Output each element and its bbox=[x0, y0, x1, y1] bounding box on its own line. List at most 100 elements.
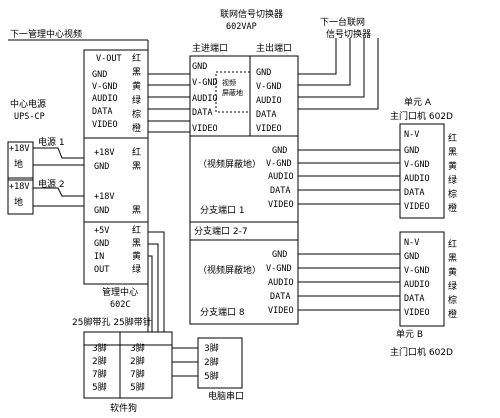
branch8-shield: （视频屏蔽地） bbox=[198, 266, 262, 276]
b1-video: VIDEO bbox=[268, 200, 294, 210]
branch1-shield: （视频屏蔽地） bbox=[198, 160, 262, 170]
uA-green: 绿 bbox=[448, 176, 458, 186]
dog-r-5: 5脚 bbox=[130, 383, 145, 393]
power-2-label: 电源 2 bbox=[38, 180, 65, 190]
uA-red: 红 bbox=[448, 134, 458, 144]
uB-gnd: GND bbox=[404, 252, 420, 262]
b8-gnd: GND bbox=[272, 250, 288, 260]
ps1-ground: 地 bbox=[14, 160, 24, 170]
switcher-model: 602VAP bbox=[226, 22, 257, 32]
m-data: DATA bbox=[92, 107, 113, 117]
uB-green: 绿 bbox=[448, 282, 458, 292]
m-color-orange: 橙 bbox=[132, 124, 142, 134]
power-1-label: 电源 1 bbox=[38, 138, 65, 148]
uA-vgnd: V-GND bbox=[404, 160, 430, 170]
dog-r-3: 3脚 bbox=[130, 344, 145, 354]
sw-out-data: DATA bbox=[256, 110, 277, 120]
m-color-yellow: 黄 bbox=[132, 82, 142, 92]
m-audio: AUDIO bbox=[92, 94, 118, 104]
mb-black: 黑 bbox=[132, 239, 142, 249]
m-color-green: 绿 bbox=[132, 96, 142, 106]
mb-green: 绿 bbox=[132, 265, 142, 275]
sw-in-data: DATA bbox=[192, 108, 213, 118]
m-out: OUT bbox=[94, 265, 110, 275]
switcher-title: 联网信号切换器 bbox=[220, 10, 284, 20]
pc-2: 2脚 bbox=[204, 358, 219, 368]
b1-data: DATA bbox=[270, 186, 291, 196]
sw-out-video: VIDEO bbox=[256, 124, 282, 134]
ps2-18v: +18V bbox=[9, 182, 30, 192]
m-gnd-b: GND bbox=[94, 239, 110, 249]
b1-audio: AUDIO bbox=[268, 172, 294, 182]
m-color-red: 红 bbox=[132, 54, 142, 64]
uA-gnd: GND bbox=[404, 146, 420, 156]
main-in-port-label: 主进端口 bbox=[192, 44, 229, 54]
uB-data: DATA bbox=[404, 294, 425, 304]
branch-port-2-7-label: 分支端口 2-7 bbox=[194, 227, 248, 237]
b8-data: DATA bbox=[270, 292, 291, 302]
ps2-ground: 地 bbox=[14, 198, 24, 208]
uA-data: DATA bbox=[404, 188, 425, 198]
sw-in-gnd: GND bbox=[192, 62, 208, 72]
uA-video: VIDEO bbox=[404, 202, 430, 212]
branch-port-8-label: 分支端口 8 bbox=[200, 308, 245, 318]
unitA-model: 主门口机 602D bbox=[390, 112, 453, 122]
m-gnd-2: GND bbox=[94, 206, 110, 216]
dog-l-5: 5脚 bbox=[92, 383, 107, 393]
sw-out-gnd: GND bbox=[256, 68, 272, 78]
dog-l-3: 3脚 bbox=[92, 344, 107, 354]
mb-red: 红 bbox=[132, 226, 142, 236]
mb-yellow: 黄 bbox=[132, 252, 142, 262]
uA-nv: N-V bbox=[404, 130, 420, 140]
uB-yellow: 黄 bbox=[448, 268, 458, 278]
unitB-title: 单元 B bbox=[396, 330, 424, 340]
b1-vgnd: V-GND bbox=[266, 159, 292, 169]
unitB-model: 主门口机 602D bbox=[390, 348, 453, 358]
m-gnd-1: GND bbox=[94, 162, 110, 172]
m-in: IN bbox=[94, 252, 105, 262]
uA-orange: 橙 bbox=[448, 204, 458, 214]
m-color-brown: 棕 bbox=[132, 110, 142, 120]
uA-brown: 棕 bbox=[448, 190, 458, 200]
next-switcher-line2: 信号切换器 bbox=[326, 30, 372, 40]
b8-video: VIDEO bbox=[268, 306, 294, 316]
m-black-1: 黑 bbox=[132, 162, 142, 172]
power-title-1: 中心电源 bbox=[10, 100, 47, 110]
branch-port-1-label: 分支端口 1 bbox=[200, 206, 245, 216]
ps1-18v: +18V bbox=[9, 144, 30, 154]
m-red-1: 红 bbox=[132, 148, 142, 158]
shield-label-1: 视频 bbox=[222, 79, 236, 87]
sw-out-vgnd: V-GND bbox=[256, 82, 282, 92]
manager-label-2: 602C bbox=[110, 300, 131, 310]
m-5v: +5V bbox=[94, 226, 110, 236]
dog-l-7: 7脚 bbox=[92, 370, 107, 380]
uB-vgnd: V-GND bbox=[404, 266, 430, 276]
dog-l-2: 2脚 bbox=[92, 357, 107, 367]
dog-r-7: 7脚 bbox=[130, 370, 145, 380]
uB-orange: 橙 bbox=[448, 310, 458, 320]
unitA-title: 单元 A bbox=[404, 98, 432, 108]
pin25-label: 25脚带孔 25脚带针 bbox=[72, 318, 152, 328]
uB-red: 红 bbox=[448, 240, 458, 250]
b8-audio: AUDIO bbox=[268, 278, 294, 288]
uA-yellow: 黄 bbox=[448, 162, 458, 172]
m-18v-2: +18V bbox=[94, 192, 115, 202]
b8-vgnd: V-GND bbox=[266, 264, 292, 274]
m-gnd: GND bbox=[92, 70, 108, 80]
manager-label-1: 管理中心 bbox=[102, 288, 139, 298]
uB-video: VIDEO bbox=[404, 308, 430, 318]
pc-serial-label: 电脑串口 bbox=[208, 392, 245, 402]
shield-label-2: 屏蔽地 bbox=[222, 89, 243, 97]
m-color-black: 黑 bbox=[132, 68, 142, 78]
dog-r-2: 2脚 bbox=[130, 357, 145, 367]
sw-in-audio: AUDIO bbox=[192, 94, 218, 104]
m-black-2: 黑 bbox=[132, 206, 142, 216]
b1-gnd: GND bbox=[272, 146, 288, 156]
pc-5: 5脚 bbox=[204, 372, 219, 382]
uB-audio: AUDIO bbox=[404, 280, 430, 290]
main-out-port-label: 主出端口 bbox=[256, 44, 293, 54]
pc-3: 3脚 bbox=[204, 344, 219, 354]
next-switcher-line1: 下一台联网 bbox=[320, 18, 366, 28]
